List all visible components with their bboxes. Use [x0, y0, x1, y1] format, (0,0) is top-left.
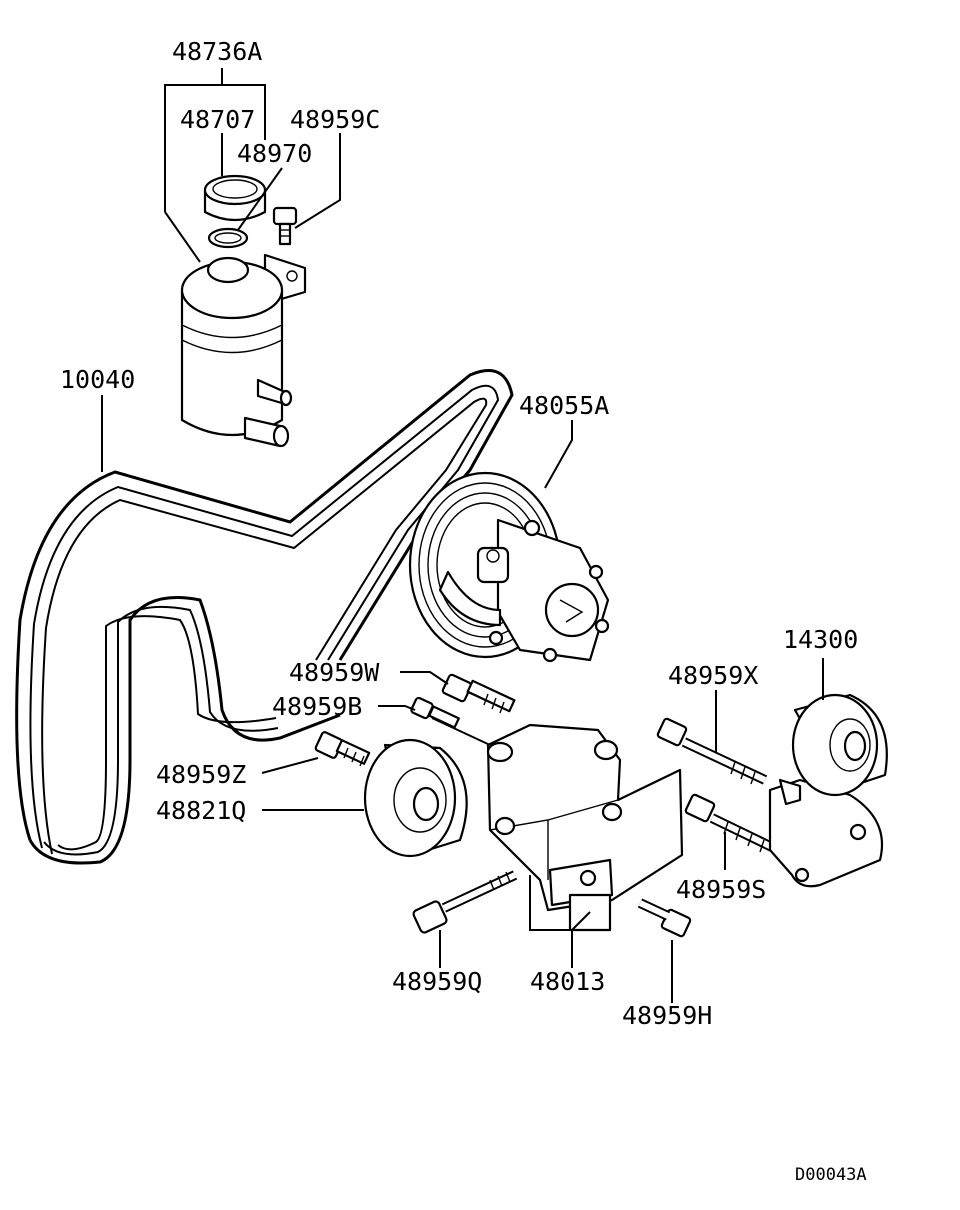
callout-48970: 48970 [237, 139, 312, 168]
power-steering-pump [408, 471, 610, 663]
reservoir-bolt [272, 206, 298, 246]
pump-bracket [486, 723, 684, 932]
belt-tensioner [768, 693, 888, 888]
bolt-48959s [684, 793, 781, 855]
callout-48013: 48013 [530, 967, 605, 996]
bolt-48959x [656, 717, 768, 785]
reservoir-assembly [180, 174, 307, 448]
diagram-reference-code: D00043A [795, 1165, 867, 1185]
callout-48959c: 48959C [290, 105, 380, 134]
bolt-48959h [637, 898, 692, 938]
callout-48055a: 48055A [519, 391, 609, 420]
callout-48959h: 48959H [622, 1001, 712, 1030]
reservoir-body [180, 256, 293, 448]
callout-10040: 10040 [60, 365, 135, 394]
callout-48821q: 48821Q [156, 796, 246, 825]
callout-48959w: 48959W [289, 658, 380, 687]
leader-lines [101, 68, 824, 1003]
callout-48959b: 48959B [272, 692, 362, 721]
callout-48736a: 48736A [172, 37, 262, 66]
callout-48707: 48707 [180, 105, 255, 134]
bolt-48959w [441, 673, 516, 714]
callout-48959s: 48959S [676, 875, 766, 904]
callout-48959x: 48959X [668, 661, 758, 690]
idler-pulley [363, 738, 468, 858]
o-ring [207, 227, 249, 249]
reservoir-cap [203, 174, 267, 222]
idler-bolt [314, 731, 371, 767]
callout-14300: 14300 [783, 625, 858, 654]
callout-48959q: 48959Q [392, 967, 482, 996]
drive-belt [15, 369, 514, 865]
bolt-48959b [410, 696, 460, 729]
bolt-48959q [412, 870, 518, 934]
callout-48959z: 48959Z [156, 760, 246, 789]
